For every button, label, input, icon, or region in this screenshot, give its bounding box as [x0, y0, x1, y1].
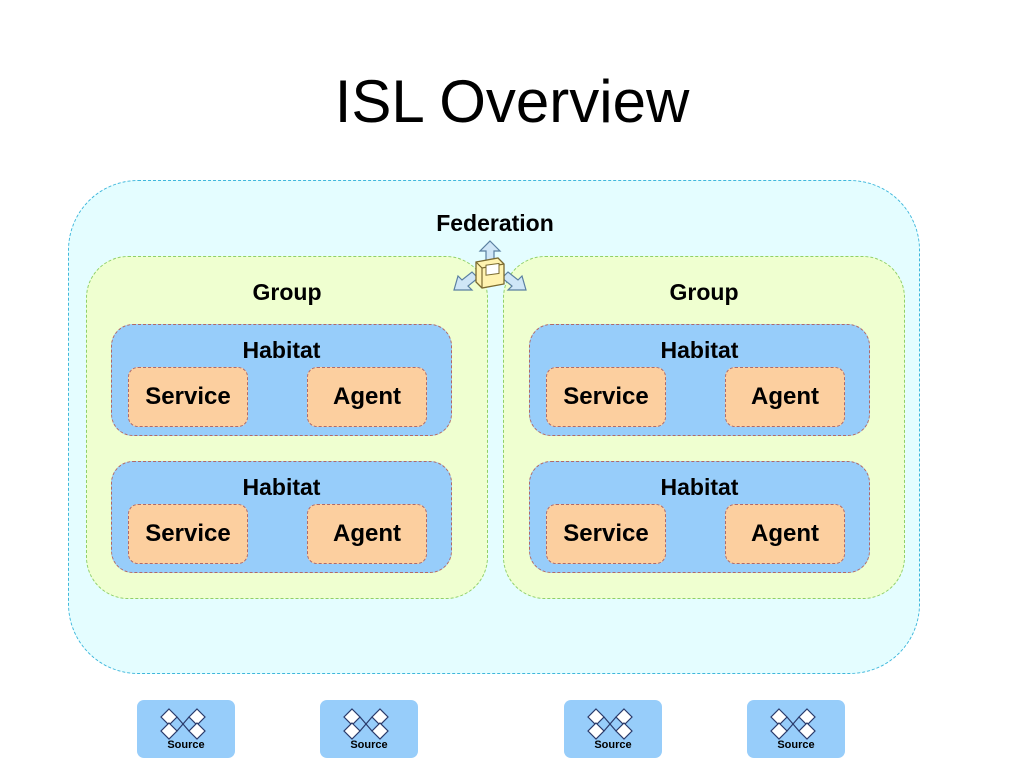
- group-right: Group Habitat Service Agent Habitat Serv…: [503, 256, 905, 599]
- agent-box: Agent: [725, 367, 845, 427]
- habitat-label: Habitat: [242, 337, 321, 363]
- service-box: Service: [546, 367, 666, 427]
- group-label: Group: [669, 279, 739, 305]
- agent-box: Agent: [725, 504, 845, 564]
- service-box: Service: [128, 367, 248, 427]
- source-diamonds-icon: [770, 708, 816, 740]
- source-diamonds-icon: [587, 708, 633, 740]
- habitat-label: Habitat: [660, 337, 739, 363]
- service-box: Service: [546, 504, 666, 564]
- source-box: Source: [137, 700, 235, 758]
- computer-hub-arrows-icon: [453, 240, 527, 291]
- source-diamonds-icon: [343, 708, 389, 740]
- federation-label: Federation: [436, 210, 554, 236]
- source-label: Source: [350, 739, 388, 751]
- source-label: Source: [167, 739, 205, 751]
- service-box: Service: [128, 504, 248, 564]
- group-label: Group: [252, 279, 322, 305]
- habitat-box: Habitat Service Agent: [529, 324, 870, 436]
- source-label: Source: [594, 739, 632, 751]
- habitat-box: Habitat Service Agent: [111, 461, 452, 573]
- source-label: Source: [777, 739, 815, 751]
- source-diamonds-icon: [160, 708, 206, 740]
- habitat-box: Habitat Service Agent: [111, 324, 452, 436]
- agent-box: Agent: [307, 367, 427, 427]
- source-box: Source: [320, 700, 418, 758]
- habitat-label: Habitat: [660, 474, 739, 500]
- habitat-label: Habitat: [242, 474, 321, 500]
- group-left: Group Habitat Service Agent Habitat Serv…: [86, 256, 488, 599]
- source-box: Source: [564, 700, 662, 758]
- agent-box: Agent: [307, 504, 427, 564]
- habitat-box: Habitat Service Agent: [529, 461, 870, 573]
- page-title: ISL Overview: [334, 68, 690, 135]
- source-box: Source: [747, 700, 845, 758]
